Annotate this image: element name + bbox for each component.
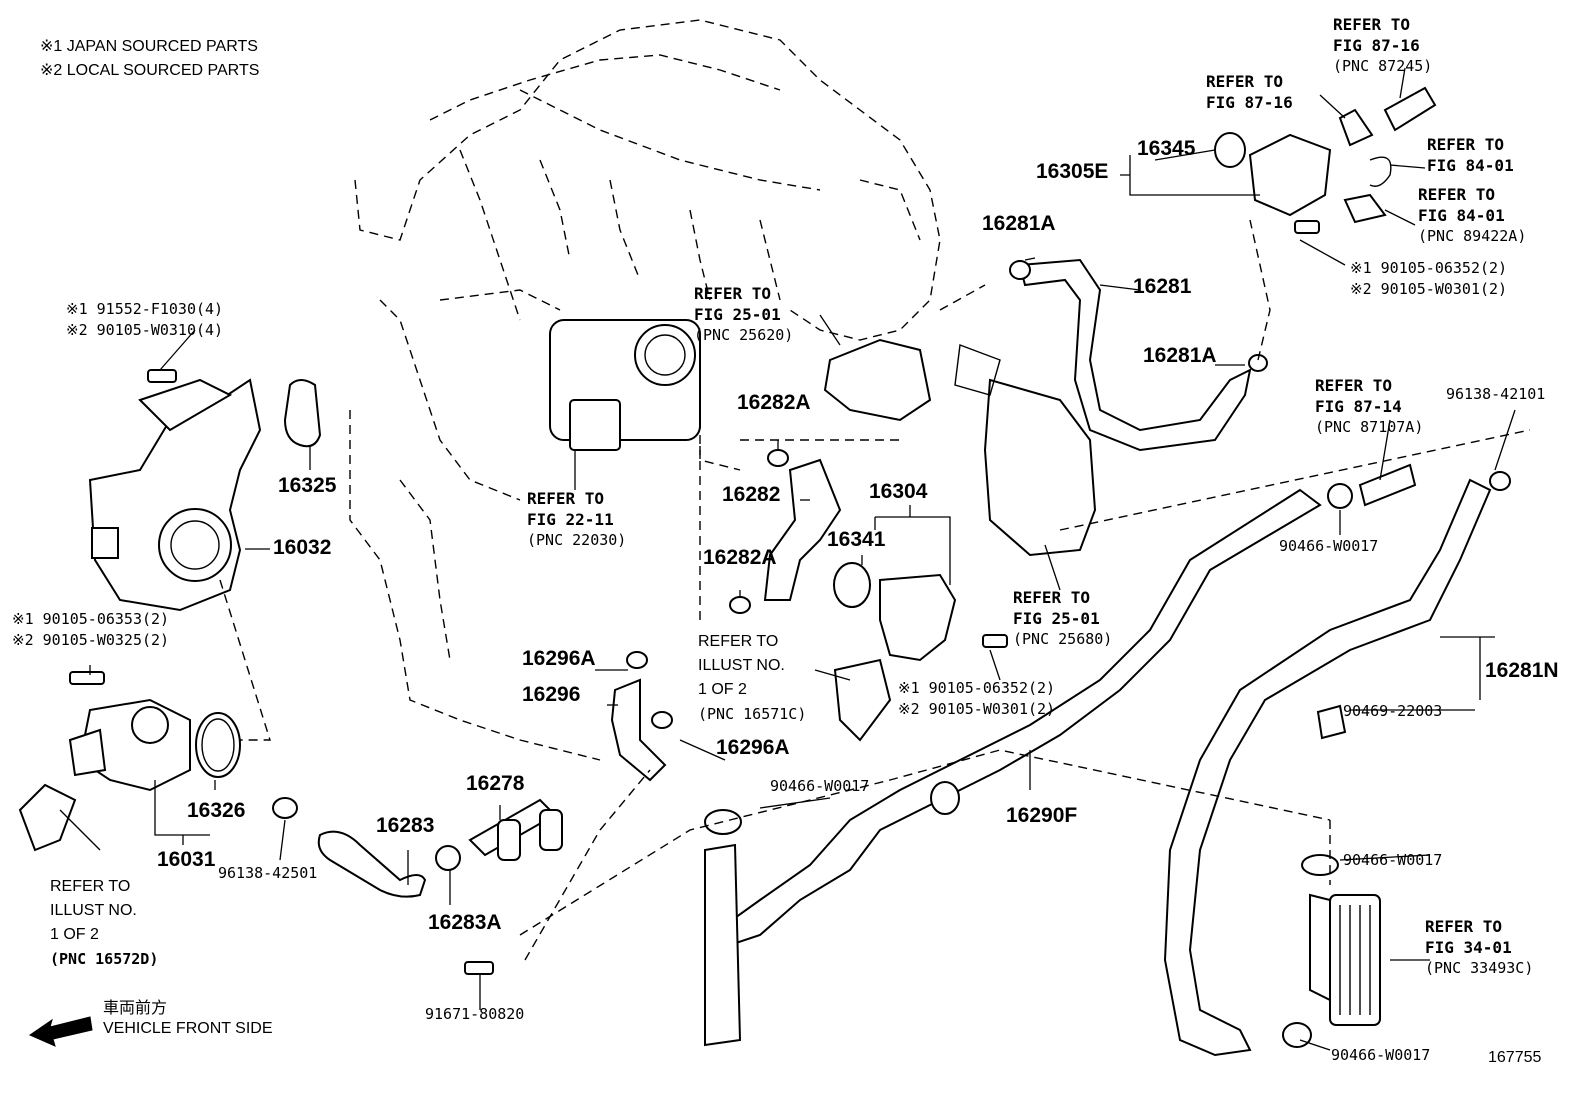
ref-fig-34-01[interactable]: REFER TO FIG 34-01 (PNC 33493C) [1425, 917, 1534, 977]
part-16281A-top[interactable]: 16281A [982, 212, 1056, 235]
illustration-number: 167755 [1488, 1049, 1542, 1066]
part-16290F[interactable]: 16290F [1006, 804, 1078, 827]
part-16296[interactable]: 16296 [522, 683, 581, 706]
hose-16281 [1018, 258, 1252, 452]
bolt-91552-F1030[interactable]: ※1 91552-F1030(4) [66, 300, 224, 318]
part-16282A-top[interactable]: 16282A [737, 391, 811, 414]
bolt-90105-W0301-right[interactable]: ※2 90105-W0301(2) [1350, 280, 1508, 298]
ref-fig-87-14[interactable]: REFER TO FIG 87-14 (PNC 87107A) [1315, 376, 1424, 436]
part-16304[interactable]: 16304 [869, 480, 928, 503]
clamp-90469-22003[interactable]: 90469-22003 [1343, 702, 1443, 720]
hose-16282 [763, 458, 842, 601]
part-16031[interactable]: 16031 [157, 848, 216, 871]
ref-fig-22-11[interactable]: REFER TO FIG 22-11 (PNC 22030) [527, 489, 627, 549]
part-16345[interactable]: 16345 [1137, 137, 1196, 160]
bolt-group-mid: ※1 90105-06352(2) ※2 90105-W0301(2) [898, 679, 1055, 718]
part-16283[interactable]: 16283 [376, 814, 435, 837]
part-16283A[interactable]: 16283A [428, 911, 502, 934]
throttle-body [549, 319, 701, 490]
part-16281A-right[interactable]: 16281A [1143, 344, 1217, 367]
bolt-90105-W0325[interactable]: ※2 90105-W0325(2) [12, 631, 170, 649]
bolt-90105-06352-mid[interactable]: ※1 90105-06352(2) [898, 679, 1056, 697]
part-16296A-bottom[interactable]: 16296A [716, 736, 790, 759]
clamp-90466-W0017-mid[interactable]: 90466-W0017 [770, 777, 870, 795]
part-16282A-bottom[interactable]: 16282A [703, 546, 777, 569]
o-ring-16326 [195, 712, 241, 778]
hose-16281N [1163, 478, 1492, 1057]
clamp-90466-W0017-right-top[interactable]: 90466-W0017 [1279, 537, 1379, 555]
part-16032[interactable]: 16032 [273, 536, 332, 559]
gasket-16325 [283, 379, 322, 448]
bolt-90105-06352-right[interactable]: ※1 90105-06352(2) [1350, 259, 1508, 277]
ref-illust-16571C[interactable]: REFER TO ILLUST NO. 1 OF 2 (PNC 16571C) [698, 633, 807, 723]
vehicle-front-jp: 車両前方 [103, 998, 168, 1017]
part-16325[interactable]: 16325 [278, 474, 337, 497]
bolt-90105-W0310[interactable]: ※2 90105-W0310(4) [66, 321, 224, 339]
bolt-group-mid-left: ※1 90105-06353(2) ※2 90105-W0325(2) [12, 610, 169, 649]
hose-16283 [317, 830, 427, 898]
bolt-group-top-left: ※1 91552-F1030(4) ※2 90105-W0310(4) [66, 300, 223, 339]
part-16341[interactable]: 16341 [827, 528, 886, 551]
front-arrow-icon [28, 1016, 93, 1047]
o-ring-16345 [1214, 132, 1246, 168]
water-pump-16031 [68, 698, 191, 792]
bolt-91671-80820[interactable]: 91671-80820 [425, 1005, 525, 1023]
note-japan-sourced: ※1 JAPAN SOURCED PARTS [40, 38, 258, 55]
part-16282[interactable]: 16282 [722, 483, 781, 506]
part-16281N[interactable]: 16281N [1485, 659, 1559, 682]
part-16278[interactable]: 16278 [466, 772, 525, 795]
part-16281[interactable]: 16281 [1133, 275, 1192, 298]
ref-fig-87-16[interactable]: REFER TO FIG 87-16 [1206, 72, 1293, 112]
clamp-90466-W0017-right-mid[interactable]: 90466-W0017 [1343, 851, 1443, 869]
egr-cooler-25680 [983, 378, 1097, 557]
engine-block-outline [349, 19, 941, 761]
ref-fig-25-01-top[interactable]: REFER TO FIG 25-01 (PNC 25620) [694, 284, 794, 344]
dashed-assembly-lines [219, 219, 1531, 961]
ref-fig-84-01[interactable]: REFER TO FIG 84-01 [1427, 135, 1514, 175]
oil-cooler-33493C [1329, 894, 1381, 1026]
clamp-90466-W0017-right-bottom[interactable]: 90466-W0017 [1331, 1046, 1431, 1064]
clamp-96138-42501[interactable]: 96138-42501 [218, 864, 318, 882]
ref-illust-16572D[interactable]: REFER TO ILLUST NO. 1 OF 2 (PNC 16572D) [50, 878, 159, 968]
note-local-sourced: ※2 LOCAL SOURCED PARTS [40, 62, 260, 79]
part-16305E[interactable]: 16305E [1036, 160, 1109, 183]
clamp-96138-42101[interactable]: 96138-42101 [1446, 385, 1546, 403]
pipe-stub-left [18, 783, 77, 852]
bolt-90105-06353[interactable]: ※1 90105-06353(2) [12, 610, 170, 628]
part-16326[interactable]: 16326 [187, 799, 246, 822]
water-outlet-16305E [1248, 133, 1332, 217]
hose-16296 [610, 678, 667, 782]
thermostat-housing-16304 [879, 573, 957, 662]
ref-fig-87-16-pnc-87245[interactable]: REFER TO FIG 87-16 (PNC 87245) [1333, 15, 1433, 75]
ref-fig-25-01-bottom[interactable]: REFER TO FIG 25-01 (PNC 25680) [1013, 588, 1113, 648]
bolt-90105-W0301-mid[interactable]: ※2 90105-W0301(2) [898, 700, 1056, 718]
leader-lines [59, 67, 1516, 1051]
housing-16032 [88, 378, 262, 612]
hose-16290F [723, 488, 1322, 947]
housing-25620 [823, 338, 932, 422]
gasket-16341 [833, 562, 871, 608]
ref-fig-84-01-pnc-89422A[interactable]: REFER TO FIG 84-01 (PNC 89422A) [1418, 185, 1527, 245]
bolt-group-right: ※1 90105-06352(2) ※2 90105-W0301(2) [1350, 259, 1507, 298]
vehicle-front-en: VEHICLE FRONT SIDE [103, 1020, 273, 1037]
source-notes: ※1 JAPAN SOURCED PARTS ※2 LOCAL SOURCED … [40, 36, 259, 80]
part-16296A-top[interactable]: 16296A [522, 647, 596, 670]
